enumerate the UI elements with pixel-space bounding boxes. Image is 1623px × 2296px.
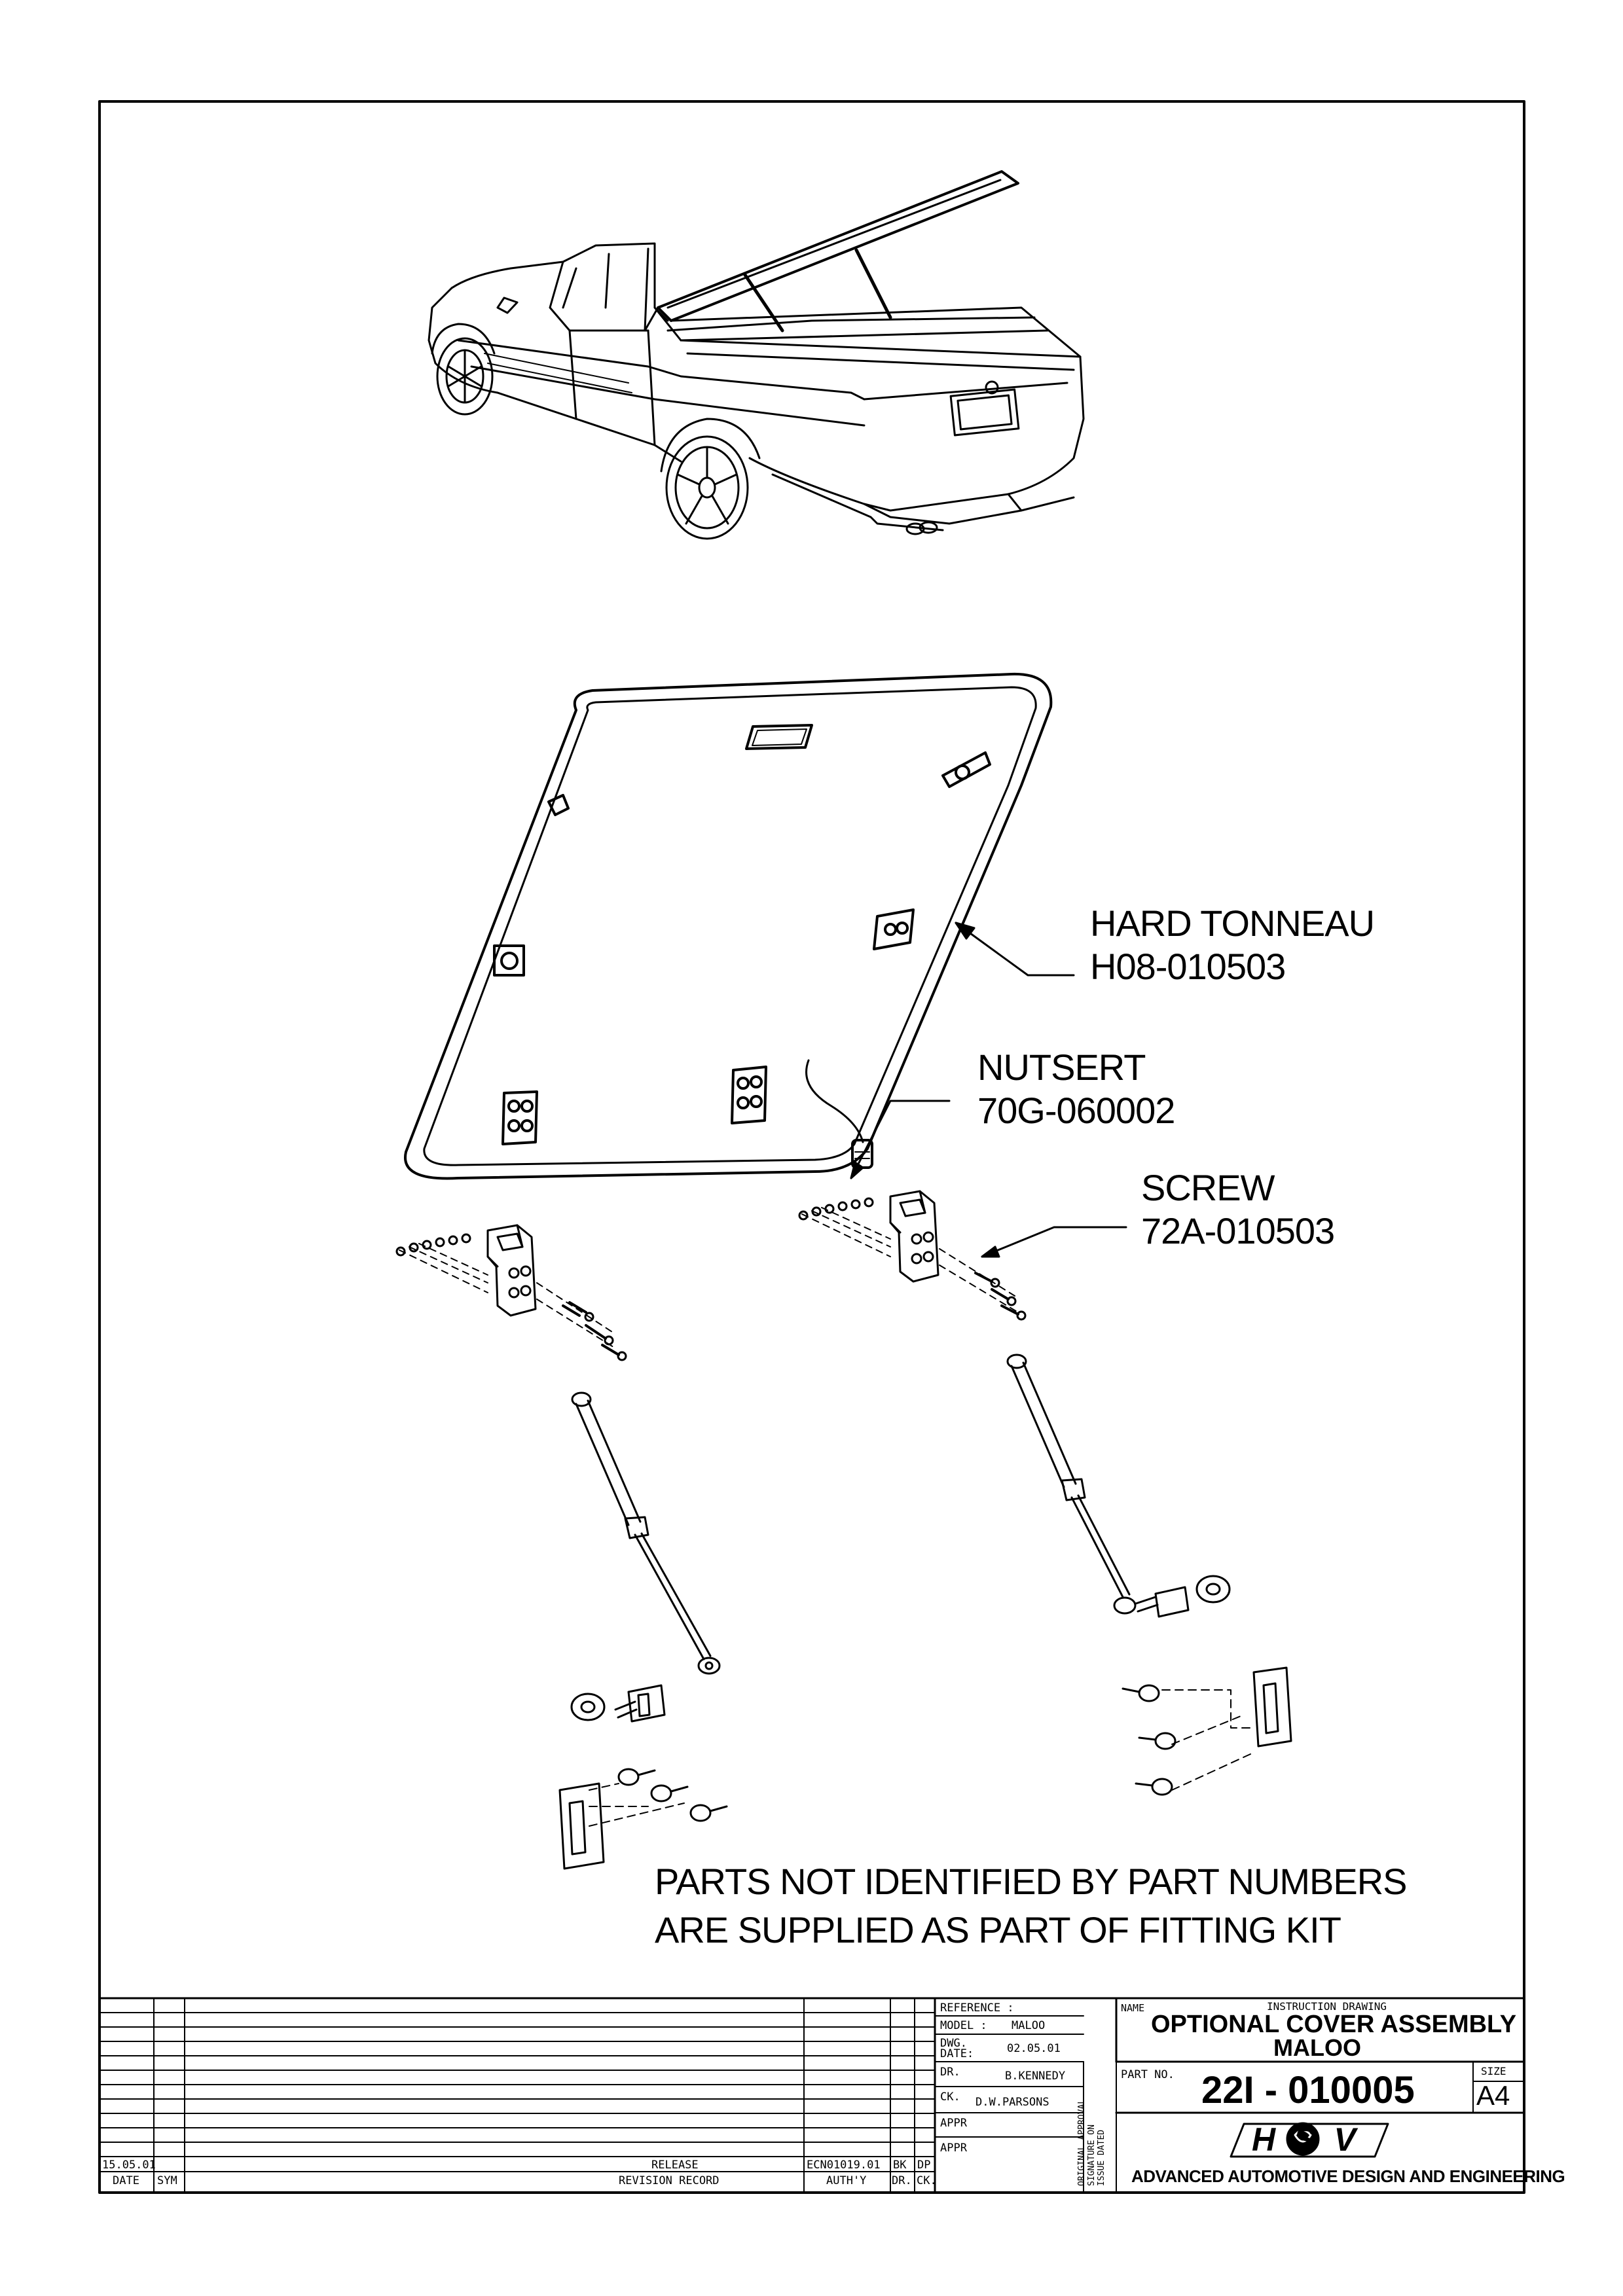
drawing-subtitle: INSTRUCTION DRAWING <box>1267 2000 1387 2013</box>
gas-strut-right <box>1006 1354 1137 1615</box>
revision-header-record: REVISION RECORD <box>619 2174 720 2187</box>
revision-header-ck: CK. <box>917 2174 937 2187</box>
strut-mount-left <box>558 1684 728 1870</box>
hard-tonneau-panel <box>404 672 1053 1180</box>
callout-screw-part-no: 72A-010503 <box>1141 1210 1335 1251</box>
hsv-logo <box>1230 2122 1389 2158</box>
revision-header-date: DATE <box>113 2174 139 2187</box>
revision-header-auth: AUTH'Y <box>826 2174 867 2187</box>
revision-date: 15.05.01 <box>102 2159 156 2172</box>
drawn-by-value: B.KENNEDY <box>1005 2070 1066 2083</box>
drawn-by-label: DR. <box>940 2066 960 2079</box>
approval-vertical-line-1: ORIGINAL APPROVAL <box>1077 2098 1087 2186</box>
approval-vertical-line-3: ISSUE DATED <box>1097 2129 1106 2186</box>
size-label: SIZE <box>1481 2065 1506 2077</box>
revision-description: RELEASE <box>651 2159 699 2172</box>
company-name: ADVANCED AUTOMOTIVE DESIGN AND ENGINEERI… <box>1131 2166 1565 2186</box>
hinge-bracket-right <box>798 1190 1027 1321</box>
checked-by-label: CK. <box>940 2090 960 2104</box>
approval-label-2: APPR <box>940 2142 967 2155</box>
strut-mount-right <box>1122 1575 1292 1796</box>
part-number: 22I - 010005 <box>1201 2069 1415 2111</box>
callout-hard-tonneau-name: HARD TONNEAU <box>1090 903 1375 944</box>
sheet-size: A4 <box>1476 2080 1510 2111</box>
hsv-logo-text: HSV <box>1252 2121 1374 2158</box>
drawing-title-line-1: OPTIONAL COVER ASSEMBLY <box>1151 2011 1517 2038</box>
model-value: MALOO <box>1012 2019 1046 2032</box>
checked-by-value: D.W.PARSONS <box>976 2096 1049 2109</box>
callout-hard-tonneau: HARD TONNEAU H08-010503 <box>1090 902 1375 988</box>
hinge-bracket-left <box>395 1224 627 1361</box>
gas-strut-left <box>571 1391 721 1675</box>
callout-hard-tonneau-part-no: H08-010503 <box>1090 946 1286 987</box>
sheet-border <box>98 100 1525 2194</box>
approval-label-1: APPR <box>940 2117 967 2130</box>
callout-nutsert-part-no: 70G-060002 <box>977 1090 1175 1131</box>
name-label: NAME <box>1121 2002 1145 2014</box>
revision-header-sym: SYM <box>157 2174 177 2187</box>
drawing-title-line-2: MALOO <box>1273 2034 1361 2061</box>
dwg-date-label-2: DATE: <box>940 2047 974 2060</box>
approval-vertical-text: ORIGINAL APPROVAL SIGNATURE ON ISSUE DAT… <box>1077 2099 1106 2186</box>
revision-header-dr: DR. <box>892 2174 912 2187</box>
dwg-date-value: 02.05.01 <box>1007 2042 1061 2055</box>
fitting-kit-note: PARTS NOT IDENTIFIED BY PART NUMBERS ARE… <box>655 1857 1408 1954</box>
title-block-grid <box>98 1997 1525 2194</box>
callout-nutsert-name: NUTSERT <box>977 1047 1146 1088</box>
dwg-date-label-1: DWG. <box>940 2037 967 2050</box>
revision-drawn-by: BK <box>893 2159 907 2172</box>
revision-checked-by: DP <box>917 2159 931 2172</box>
callout-screw: SCREW 72A-010503 <box>1141 1166 1335 1253</box>
model-label: MODEL : <box>940 2019 987 2032</box>
revision-authority: ECN01019.01 <box>807 2159 881 2172</box>
part-no-label: PART NO. <box>1121 2068 1175 2081</box>
callout-nutsert: NUTSERT 70G-060002 <box>977 1046 1175 1132</box>
callout-screw-name: SCREW <box>1141 1167 1275 1208</box>
ute-vehicle-illustration <box>428 170 1085 540</box>
note-line-2: ARE SUPPLIED AS PART OF FITTING KIT <box>655 1909 1341 1950</box>
reference-label: REFERENCE : <box>940 2001 1014 2015</box>
callout-leaders <box>850 922 1127 1258</box>
note-line-1: PARTS NOT IDENTIFIED BY PART NUMBERS <box>655 1861 1408 1902</box>
approval-vertical-line-2: SIGNATURE ON <box>1087 2125 1097 2186</box>
